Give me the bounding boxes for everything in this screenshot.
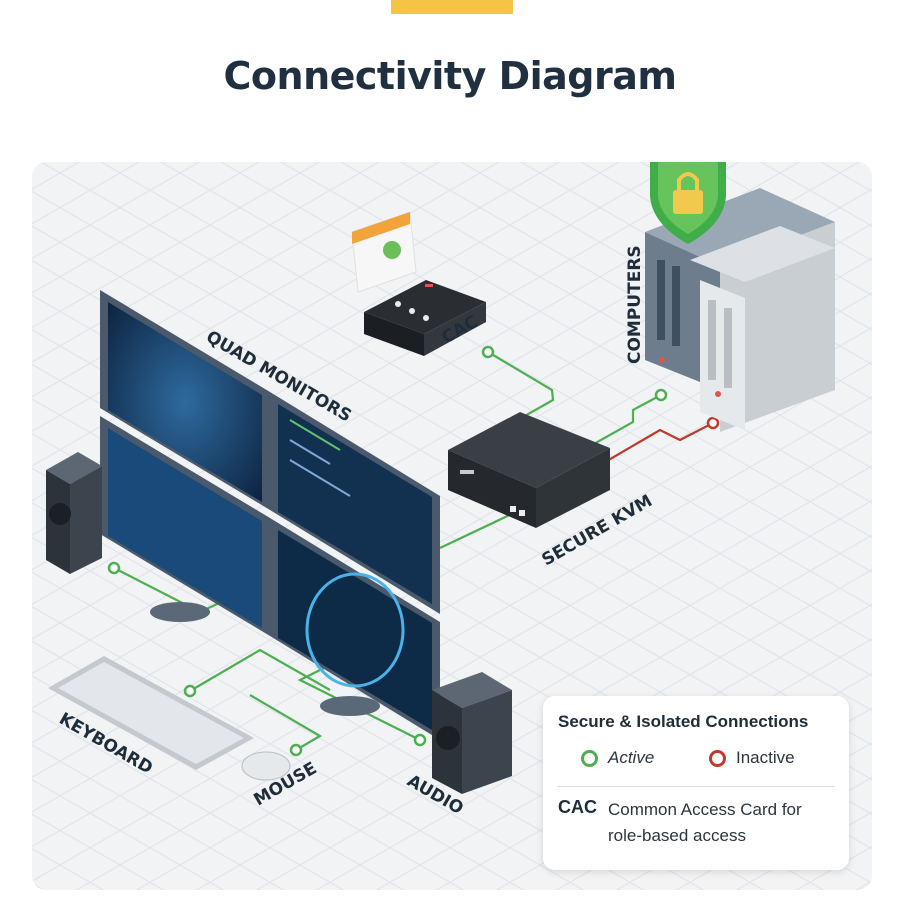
accent-bar xyxy=(391,0,513,14)
monitor-icon xyxy=(100,290,270,510)
active-label: Active xyxy=(608,748,655,767)
connection-ports xyxy=(107,345,720,757)
speaker-icon xyxy=(432,672,512,794)
monitor-connection xyxy=(439,509,521,549)
legend-title: Secure & Isolated Connections xyxy=(558,712,809,731)
abbreviation: CAC xyxy=(558,797,597,817)
diagram-canvas: QUAD MONITORS CAC COMPUTERS SECURE KVM K… xyxy=(32,162,872,890)
legend-divider xyxy=(557,786,835,787)
monitor-icon xyxy=(270,392,440,614)
active-port-icon xyxy=(581,749,598,767)
kvm-switch-icon xyxy=(448,412,610,528)
legend-active: Active xyxy=(581,748,654,768)
legend-inactive: Inactive xyxy=(709,748,795,768)
card-reader-icon xyxy=(351,211,486,356)
computers-label: COMPUTERS xyxy=(625,245,645,364)
monitor-array xyxy=(100,290,440,740)
monitor-icon xyxy=(270,518,440,740)
legend-panel: Secure & Isolated Connections Active Ina… xyxy=(543,696,849,870)
server-tower-icon xyxy=(645,188,835,432)
page-title: Connectivity Diagram xyxy=(223,54,677,98)
speaker-icon xyxy=(46,452,102,574)
monitor-icon xyxy=(100,416,270,636)
computer-active-connection xyxy=(559,394,662,464)
computer-inactive-connection xyxy=(599,422,714,466)
diagram-stage: QUAD MONITORS CAC COMPUTERS SECURE KVM K… xyxy=(32,162,872,890)
mouse-connection xyxy=(249,694,323,751)
keyboard-icon xyxy=(48,656,254,770)
inactive-label: Inactive xyxy=(736,748,795,767)
mouse-icon xyxy=(241,751,291,781)
abbreviation-definition: Common Access Card for role-based access xyxy=(608,800,802,845)
inactive-port-icon xyxy=(709,749,726,767)
shield-lock-icon xyxy=(650,162,726,244)
